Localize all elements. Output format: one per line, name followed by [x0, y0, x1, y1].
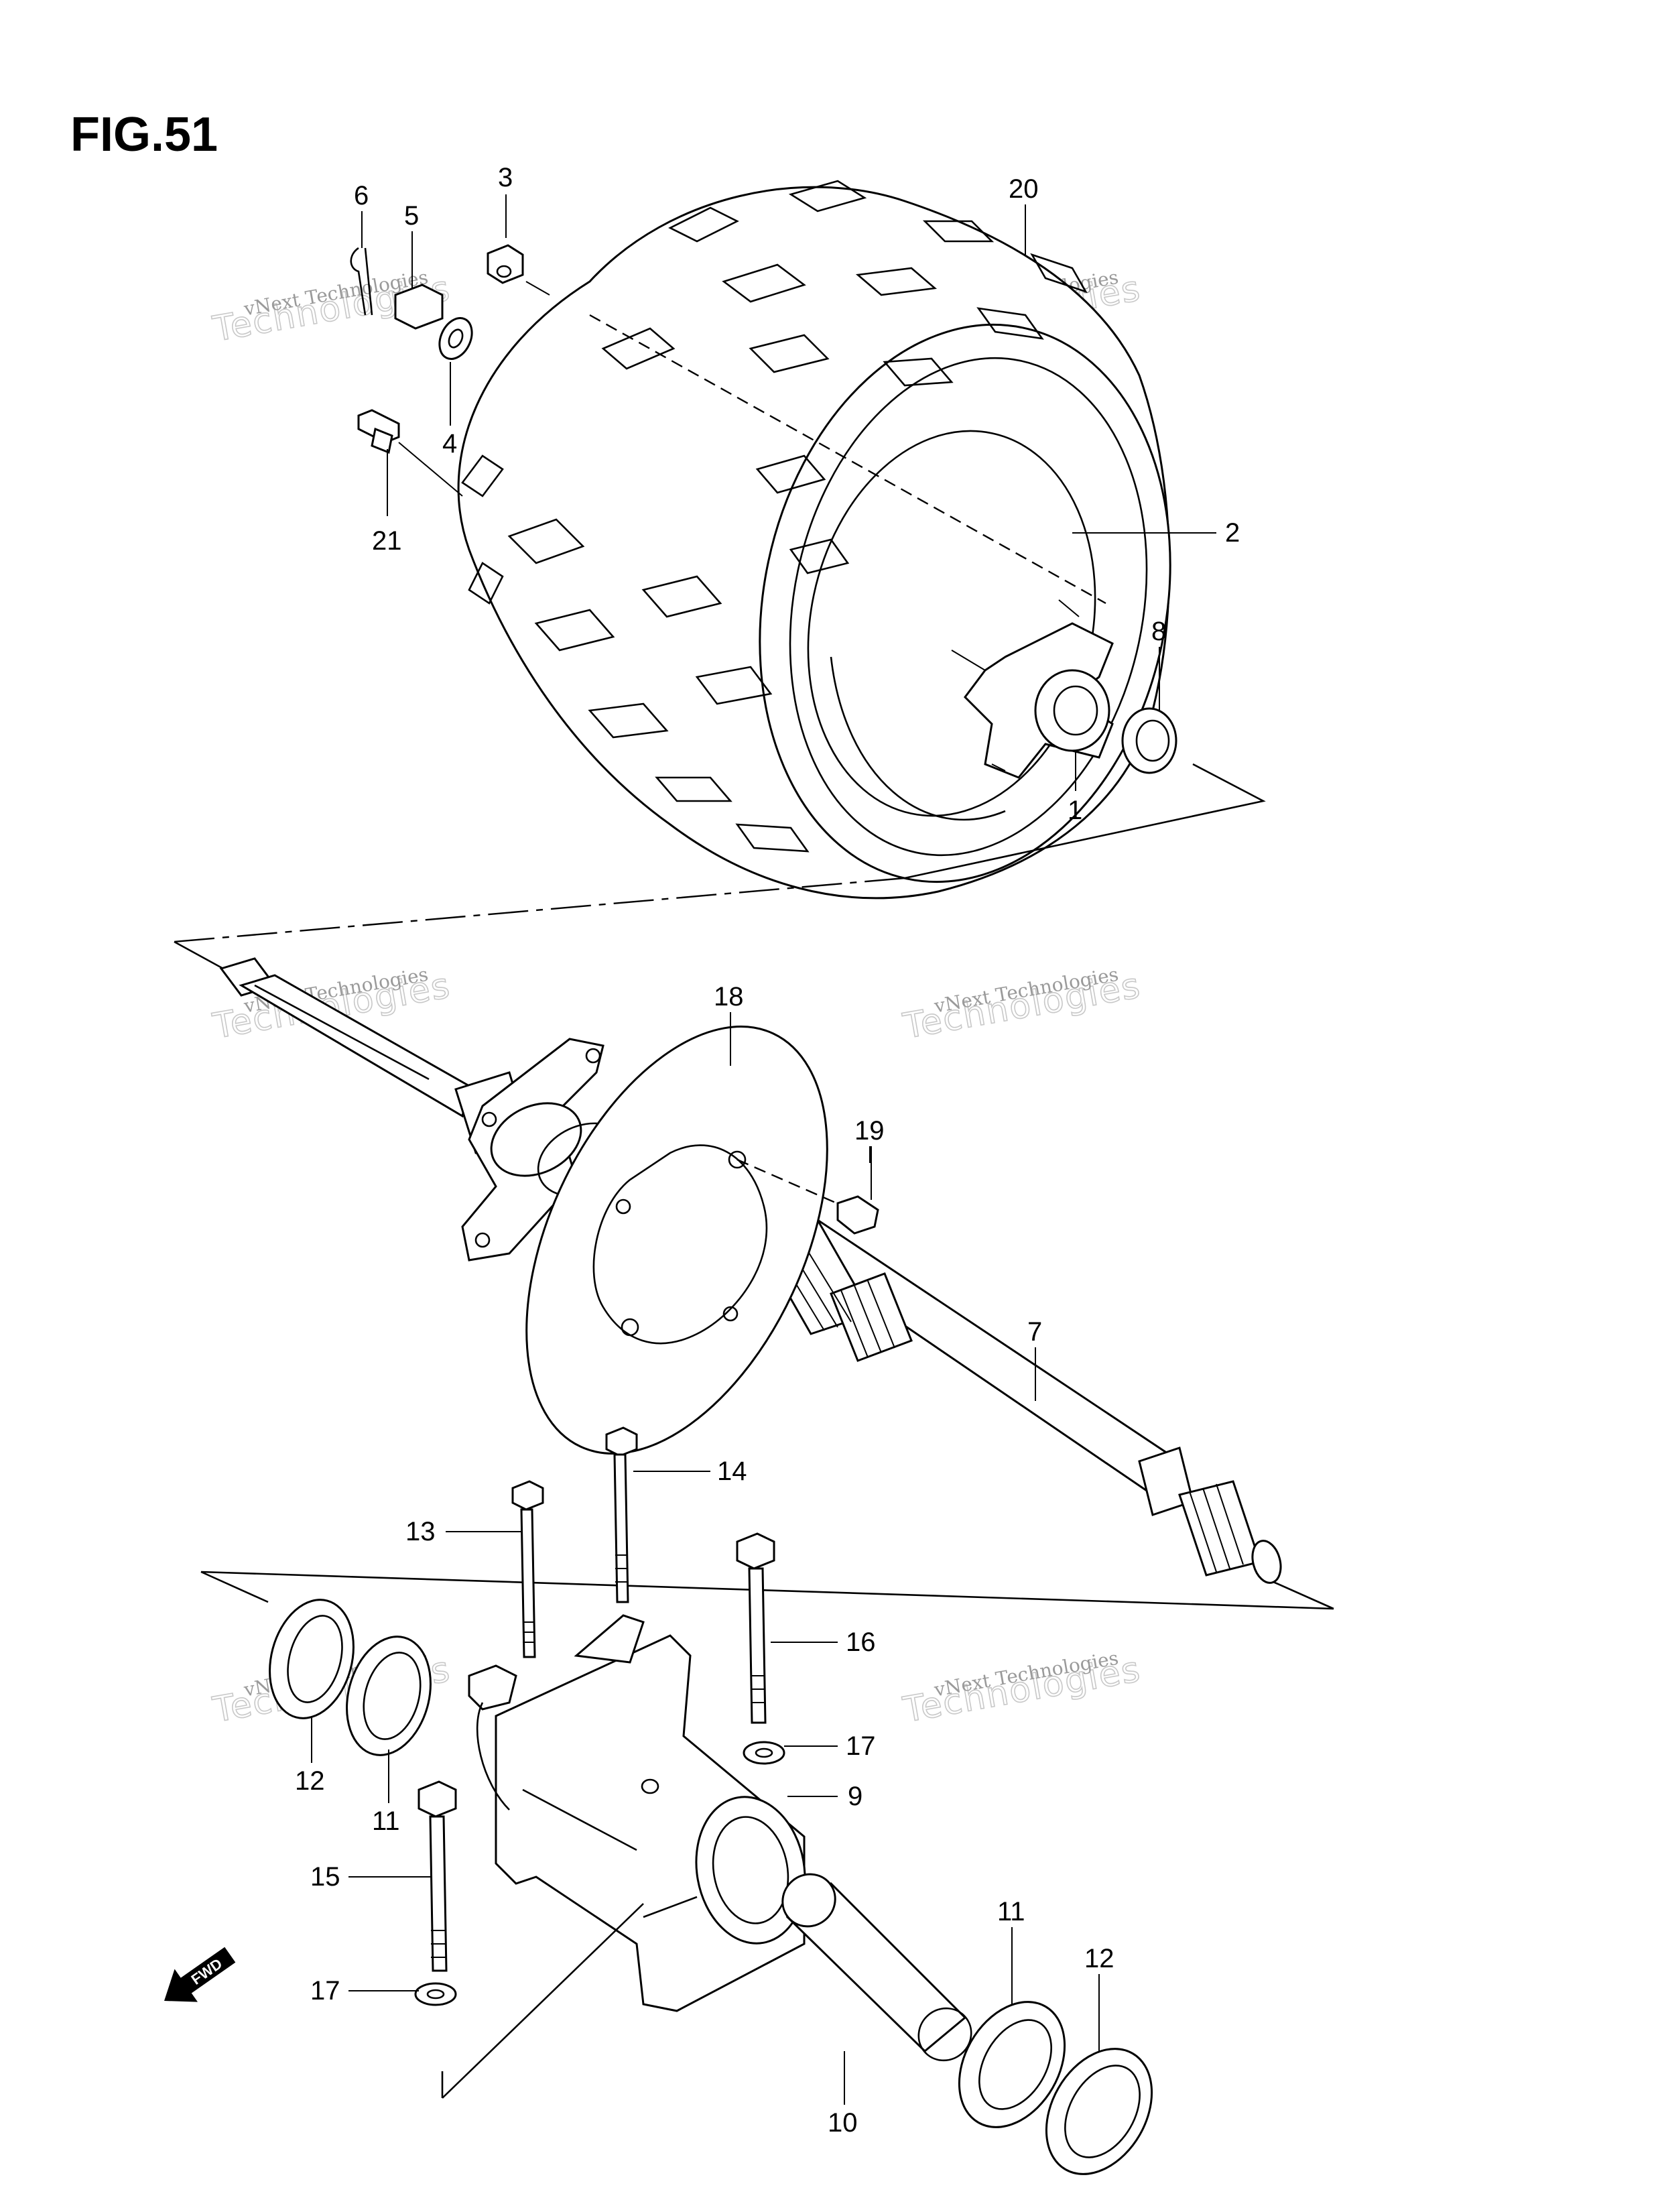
callout-6: 6	[354, 181, 369, 210]
callout-3: 3	[498, 163, 513, 192]
callout-7: 7	[1027, 1317, 1042, 1347]
callout-18: 18	[714, 982, 744, 1011]
watermark: Technologies vNext Technologies	[899, 1647, 1145, 1731]
housing-bolt-16	[736, 1532, 775, 1724]
callout-5: 5	[404, 201, 419, 231]
watermark: Technologies vNext Technologies	[899, 963, 1145, 1048]
wheel-hub	[951, 599, 1114, 779]
tread-pattern	[461, 180, 1088, 853]
disc-bolt	[836, 1146, 879, 1235]
washer-17-left	[414, 1982, 457, 2006]
callout-17-right: 17	[846, 1731, 876, 1761]
washer	[438, 317, 473, 360]
callout-1: 1	[1068, 796, 1082, 825]
callout-17-left: 17	[310, 1976, 340, 2006]
callout-14: 14	[717, 1457, 747, 1486]
bearing-left	[346, 1636, 432, 1756]
bearing-right	[958, 2001, 1066, 2128]
callout-4: 4	[442, 429, 457, 458]
fwd-arrow: FWD	[164, 1947, 236, 2002]
callout-16: 16	[846, 1627, 876, 1657]
callout-2: 2	[1225, 518, 1240, 548]
figure-title: FIG.51	[70, 108, 218, 162]
tire-valve	[357, 409, 463, 497]
callout-numbers: 6 5 3 4 21 20 2 8 1 18 19 7 14 13 16 17 …	[295, 163, 1240, 2138]
rear-axle	[219, 957, 1282, 1584]
callout-15: 15	[310, 1862, 340, 1892]
brake-disc	[525, 1026, 845, 1455]
callout-21: 21	[372, 526, 402, 556]
housing-bolt-15	[418, 1780, 457, 1972]
oil-seal-right	[1045, 2048, 1153, 2175]
housing-bolt-13	[511, 1480, 544, 1658]
axle-housing	[468, 1614, 806, 2012]
callout-12-right: 12	[1084, 1944, 1114, 1973]
wheel-axis-line	[589, 314, 1106, 605]
callout-11-left: 11	[372, 1806, 400, 1836]
hub-nut	[1121, 707, 1177, 774]
callout-12-left: 12	[295, 1766, 325, 1796]
oil-seal-left	[269, 1599, 355, 1719]
callout-20: 20	[1009, 174, 1039, 204]
cotter-pin	[350, 247, 373, 316]
spacer-sleeve	[781, 1873, 972, 2062]
callout-11-right: 11	[997, 1897, 1025, 1926]
wheel-nut	[487, 244, 550, 296]
callout-19: 19	[854, 1116, 885, 1146]
callout-13: 13	[405, 1517, 436, 1546]
washer-17-right	[743, 1741, 785, 1765]
callout-8: 8	[1151, 617, 1166, 646]
housing-bolt-14	[605, 1426, 638, 1603]
callout-9: 9	[848, 1782, 862, 1811]
castle-nut	[394, 284, 444, 330]
callout-10: 10	[828, 2108, 858, 2138]
leader-lines	[311, 194, 1216, 2105]
